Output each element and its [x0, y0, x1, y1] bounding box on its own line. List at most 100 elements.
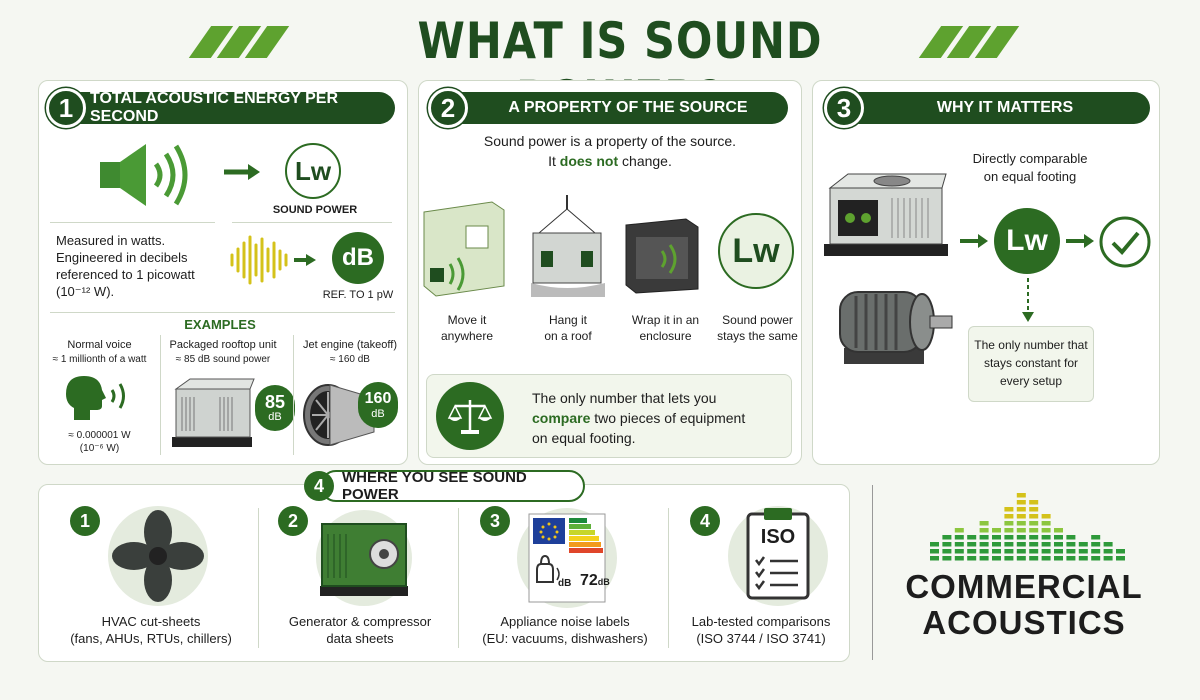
balance-scale-icon [447, 400, 493, 434]
divider [668, 508, 669, 648]
comparable-text: Directly comparable on equal footing [972, 151, 1088, 184]
equalizer-logo-icon [930, 493, 1125, 561]
equalizer-bar-segment [1091, 535, 1101, 540]
equalizer-bar-segment [992, 542, 1001, 547]
equalizer-bar-segment [930, 556, 939, 561]
example-voice-subtitle: ≈ 1 millionth of a watt [52, 354, 147, 365]
equalizer-bar-segment [992, 535, 1001, 540]
equalizer-bar-segment [1016, 556, 1026, 561]
divider [232, 222, 392, 223]
clipboard-text: ISO [760, 526, 796, 548]
equalizer-bar-segment [979, 521, 989, 526]
equalizer-bar-segment [1116, 549, 1125, 554]
section-1-heading: TOTAL ACOUSTIC ENERGY PER SECOND [70, 90, 395, 125]
lw-caption: SOUND POWER [272, 204, 358, 216]
equalizer-bar-segment [1041, 528, 1051, 533]
divider [293, 335, 294, 455]
equalizer-bar-segment [1029, 535, 1039, 540]
lw-constant-circle: Lw [718, 213, 794, 289]
equalizer-bar-segment [979, 556, 989, 561]
equalizer-bar-segment [992, 549, 1001, 554]
equalizer-bar-segment [1041, 556, 1051, 561]
equalizer-bar-segment [1016, 542, 1026, 547]
equalizer-bar-segment [930, 542, 939, 547]
equalizer-bar-segment [1078, 549, 1088, 554]
lw-symbol-circle: Lw [285, 143, 341, 199]
equalizer-bar-segment [1066, 556, 1076, 561]
example-voice-title: Normal voice [67, 339, 132, 351]
equalizer-bar-segment [1016, 493, 1026, 498]
equalizer-bar-segment [1091, 542, 1101, 547]
equalizer-bar-segment [967, 556, 977, 561]
equalizer-bar-segment [942, 535, 952, 540]
equalizer-bar-segment [1016, 535, 1026, 540]
dashed-arrow-down-icon [1022, 278, 1034, 322]
constant-note: The only number that stays constant for … [974, 338, 1088, 388]
equalizer-bar-segment [979, 542, 989, 547]
title-decoration-left [188, 26, 290, 58]
item-1-number: 1 [70, 506, 100, 536]
section-1-number: 1 [46, 88, 86, 128]
equalizer-bar-segment [954, 535, 964, 540]
measured-description: Measured in watts. Engineered in decibel… [56, 233, 195, 299]
energy-label-icon [517, 508, 617, 608]
fan-icon [108, 506, 208, 606]
equalizer-bar-segment [942, 542, 952, 547]
section-2-heading: A PROPERTY OF THE SOURCE [448, 92, 788, 124]
equalizer-bar-segment [954, 556, 964, 561]
energy-label-value: 72dB [580, 572, 610, 589]
equalizer-bar-segment [1103, 542, 1113, 547]
equalizer-bar-segment [1029, 507, 1039, 512]
example-voice-value: ≈ 0.000001 W [68, 430, 131, 441]
equalizer-bar-segment [979, 535, 989, 540]
equalizer-bar-segment [992, 528, 1001, 533]
section-4-heading: WHERE YOU SEE SOUND POWER [320, 469, 585, 503]
equalizer-bar-segment [1016, 514, 1026, 519]
item-4-number: 4 [690, 506, 720, 536]
equalizer-bar-segment [1066, 549, 1076, 554]
hanging-unit-icon [531, 195, 605, 297]
equalizer-bar-segment [1004, 528, 1014, 533]
page-title: WHAT IS SOUND POWER? [417, 12, 823, 128]
equalizer-bar-segment [1041, 514, 1051, 519]
electric-motor-icon [839, 291, 953, 364]
example-rtu-subtitle: ≈ 85 dB sound power [175, 354, 271, 365]
equalizer-bar-segment [1004, 549, 1014, 554]
equalizer-bar-segment [1054, 549, 1063, 554]
equalizer-bar-segment [930, 549, 939, 554]
equalizer-bar-segment [1091, 549, 1101, 554]
equalizer-bar-segment [1029, 528, 1039, 533]
example-voice-value-exp: (10⁻⁶ W) [79, 443, 120, 454]
divider [160, 335, 161, 455]
example-rtu-title: Packaged rooftop unit [169, 339, 277, 351]
equalizer-bar-segment [1029, 549, 1039, 554]
arrow-right-icon [960, 234, 988, 248]
equalizer-bar-segment [967, 535, 977, 540]
equalizer-bar-segment [1054, 528, 1063, 533]
rooftop-unit-icon [824, 173, 948, 256]
clipboard-icon [728, 506, 828, 606]
equalizer-bar-segment [1016, 528, 1026, 533]
section-2-number: 2 [428, 88, 468, 128]
equalizer-bar-segment [1041, 521, 1051, 526]
divider [50, 222, 215, 223]
enclosure-icon [625, 218, 699, 294]
equalizer-bar-segment [1103, 549, 1113, 554]
section-3-heading: WHY IT MATTERS [845, 92, 1150, 124]
brand-line-2: ACOUSTICS [922, 604, 1126, 641]
arrow-right-icon [224, 164, 260, 180]
arrow-right-icon [1066, 234, 1094, 248]
section-4-number: 4 [304, 471, 334, 501]
divider [50, 312, 395, 313]
equalizer-bar-segment [1041, 535, 1051, 540]
equalizer-bar-segment [1054, 535, 1063, 540]
equalizer-bar-segment [1016, 549, 1026, 554]
room-cube-icon [423, 201, 505, 297]
equalizer-bar-segment [1029, 556, 1039, 561]
rtu-db-badge: 85 dB [255, 385, 295, 431]
head-speaking-icon [66, 376, 125, 420]
equalizer-bar-segment [1116, 556, 1125, 561]
